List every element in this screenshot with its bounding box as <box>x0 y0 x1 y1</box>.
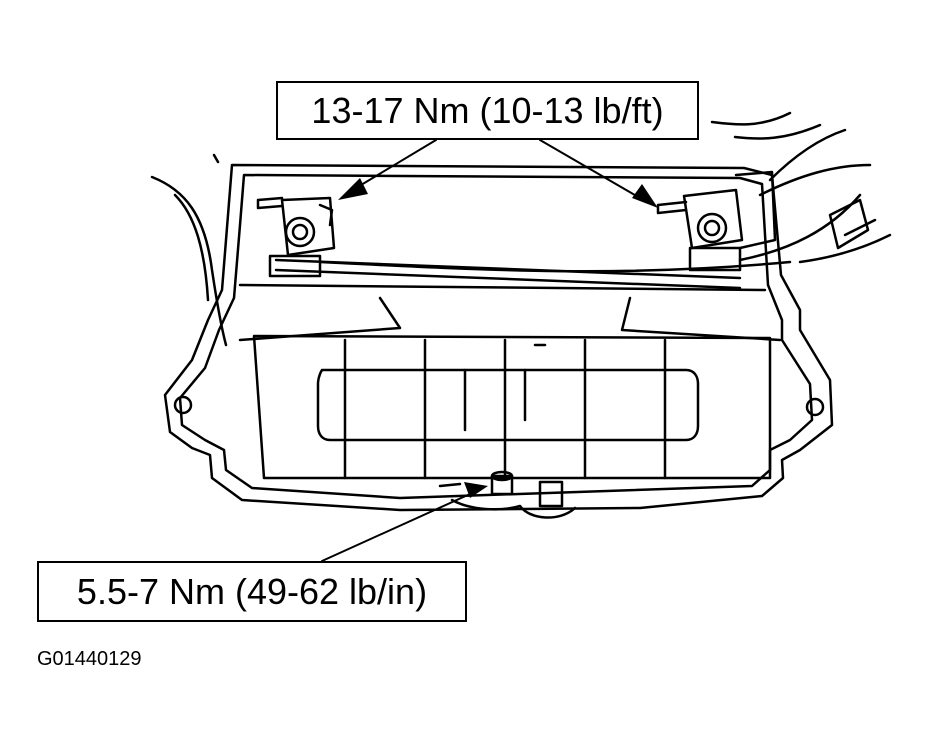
figure-id-label: G01440129 <box>37 648 142 670</box>
left-terminal-clamp <box>256 196 336 278</box>
arrowhead-left-terminal <box>338 178 368 200</box>
torque-callout-fastener-text: 5.5-7 Nm (49-62 lb/in) <box>76 570 428 612</box>
right-terminal-clamp <box>656 170 777 272</box>
module-housing <box>163 163 834 512</box>
left-wiring-lines <box>150 153 228 347</box>
arrowheads <box>338 178 658 498</box>
bottom-fastener <box>438 470 577 519</box>
torque-callout-terminals: 13-17 Nm (10-13 lb/ft) <box>276 81 699 140</box>
leader-arrows <box>321 139 641 562</box>
inner-tray <box>238 296 782 480</box>
torque-callout-fastener: 5.5-7 Nm (49-62 lb/in) <box>37 561 467 622</box>
top-rail <box>238 258 792 292</box>
torque-callout-terminals-text: 13-17 Nm (10-13 lb/ft) <box>311 89 664 131</box>
arrowhead-right-terminal <box>632 184 658 208</box>
right-wiring-harness <box>710 111 892 264</box>
arrowhead-bottom-fastener <box>464 482 488 498</box>
